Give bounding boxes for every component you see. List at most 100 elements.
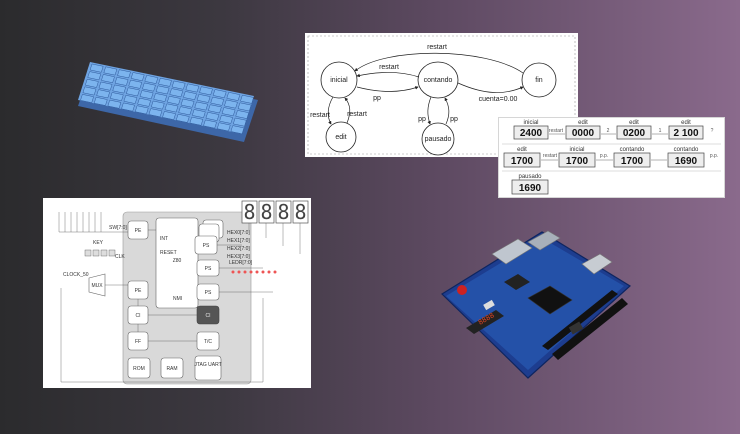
svg-text:PE: PE	[135, 288, 142, 294]
keycap	[216, 122, 231, 132]
ci-block-1: CI	[127, 305, 149, 325]
display-timeline: inicial 2400 restart edit 0000 2 edit 02…	[498, 117, 725, 198]
svg-text:SW[7:0]: SW[7:0]	[109, 225, 127, 231]
keycap	[203, 119, 217, 129]
keycap	[89, 63, 104, 73]
label-pp-mid: pp	[373, 95, 381, 102]
svg-text:p.p.: p.p.	[600, 153, 608, 159]
svg-text:0000: 0000	[572, 128, 595, 139]
svg-text:8: 8	[277, 200, 289, 224]
keycap	[183, 91, 197, 100]
svg-text:8: 8	[243, 200, 255, 224]
keycap	[196, 94, 211, 103]
state-diagram: inicial contando fin edit pausado restar…	[305, 33, 578, 157]
svg-text:2400: 2400	[520, 128, 543, 139]
state-contando: contando	[417, 61, 459, 99]
svg-text:contando: contando	[424, 77, 453, 84]
ps-block-3: PS	[196, 283, 220, 301]
key-buttons	[84, 249, 116, 257]
keycap	[230, 125, 245, 135]
svg-text:8: 8	[260, 200, 272, 224]
keycap	[96, 89, 111, 99]
svg-text:LEDR[7:0]: LEDR[7:0]	[229, 260, 253, 266]
keycap	[114, 77, 129, 86]
keycap	[171, 80, 186, 90]
keycap	[162, 111, 176, 120]
keycap	[221, 107, 236, 117]
svg-text:CLOCK_50: CLOCK_50	[63, 272, 89, 278]
keycap	[93, 96, 108, 106]
ps-block-1: PS	[194, 219, 224, 255]
label-cuenta: cuenta=0.00	[479, 96, 518, 103]
svg-text:inicial: inicial	[569, 147, 584, 153]
svg-text:ROM: ROM	[133, 366, 145, 372]
timeline-row-1: inicial 2400 restart edit 0000 2 edit 02…	[513, 120, 714, 140]
keycap	[144, 75, 159, 84]
keycap	[107, 99, 122, 109]
keycap	[82, 86, 97, 96]
svg-text:CLK: CLK	[115, 254, 125, 260]
svg-text:contando: contando	[674, 147, 699, 153]
label-restart-left: restart	[310, 112, 330, 119]
system-block-diagram: 8 8 8 8 Z80 INT RESET NMI PE PE PS PS PS	[43, 198, 311, 388]
keycap	[134, 105, 149, 115]
keycap	[112, 84, 127, 94]
keycap	[185, 83, 200, 93]
keycap	[232, 117, 247, 127]
svg-text:1700: 1700	[511, 156, 534, 167]
keycap	[148, 108, 163, 118]
ff-block: FF	[127, 331, 149, 351]
pe-block-2: PE	[127, 280, 149, 300]
svg-text:MUX: MUX	[91, 283, 103, 289]
svg-text:PE: PE	[135, 228, 142, 234]
keycap	[137, 97, 152, 107]
svg-text:RAM: RAM	[166, 366, 177, 372]
timeline-row-2: edit 1700 restart inicial 1700 p.p. cont…	[503, 147, 718, 168]
keycap	[166, 95, 181, 105]
svg-text:PS: PS	[205, 290, 212, 296]
keycap	[207, 104, 222, 114]
state-edit: edit	[325, 121, 357, 153]
keycap	[123, 95, 138, 104]
keycap	[125, 87, 140, 97]
svg-text:edit: edit	[517, 147, 527, 153]
svg-text:HEX3[7:0]: HEX3[7:0]	[227, 254, 250, 260]
tc-block: T/C	[196, 331, 220, 351]
state-inicial: inicial	[320, 61, 358, 99]
keycap	[142, 82, 156, 92]
svg-text:1: 1	[659, 128, 662, 134]
rom-block: ROM	[127, 357, 151, 379]
keycap	[109, 92, 124, 101]
keycap	[178, 106, 193, 116]
label-pp-right: pp	[450, 116, 458, 123]
svg-text:1690: 1690	[675, 156, 698, 167]
svg-text:edit: edit	[629, 120, 639, 126]
keycap	[117, 69, 131, 79]
pe-block-1: PE	[127, 220, 149, 240]
svg-text:2 100: 2 100	[673, 128, 698, 139]
keycap	[205, 112, 220, 121]
svg-text:edit: edit	[335, 134, 346, 141]
svg-text:pausado: pausado	[425, 136, 452, 143]
state-pausado: pausado	[421, 122, 455, 156]
keycap	[219, 114, 234, 124]
keycap	[128, 79, 143, 89]
svg-text:HEX0[7:0]: HEX0[7:0]	[227, 230, 250, 236]
keycap	[180, 98, 195, 108]
svg-text:INT: INT	[160, 236, 168, 242]
keycap	[189, 116, 204, 126]
keyboard-keys	[80, 63, 254, 135]
svg-text:restart: restart	[549, 128, 564, 134]
svg-text:FF: FF	[135, 339, 141, 345]
keycap	[169, 88, 184, 98]
svg-text:1700: 1700	[621, 156, 644, 167]
keycap	[175, 113, 190, 123]
keycap	[226, 92, 241, 101]
svg-text:JTAG UART: JTAG UART	[194, 362, 221, 368]
state-fin: fin	[521, 62, 557, 98]
svg-text:2: 2	[607, 128, 610, 134]
keycap	[235, 110, 250, 119]
svg-text:p.p.: p.p.	[710, 153, 718, 159]
keycap	[240, 94, 254, 104]
svg-text:inicial: inicial	[330, 77, 348, 84]
